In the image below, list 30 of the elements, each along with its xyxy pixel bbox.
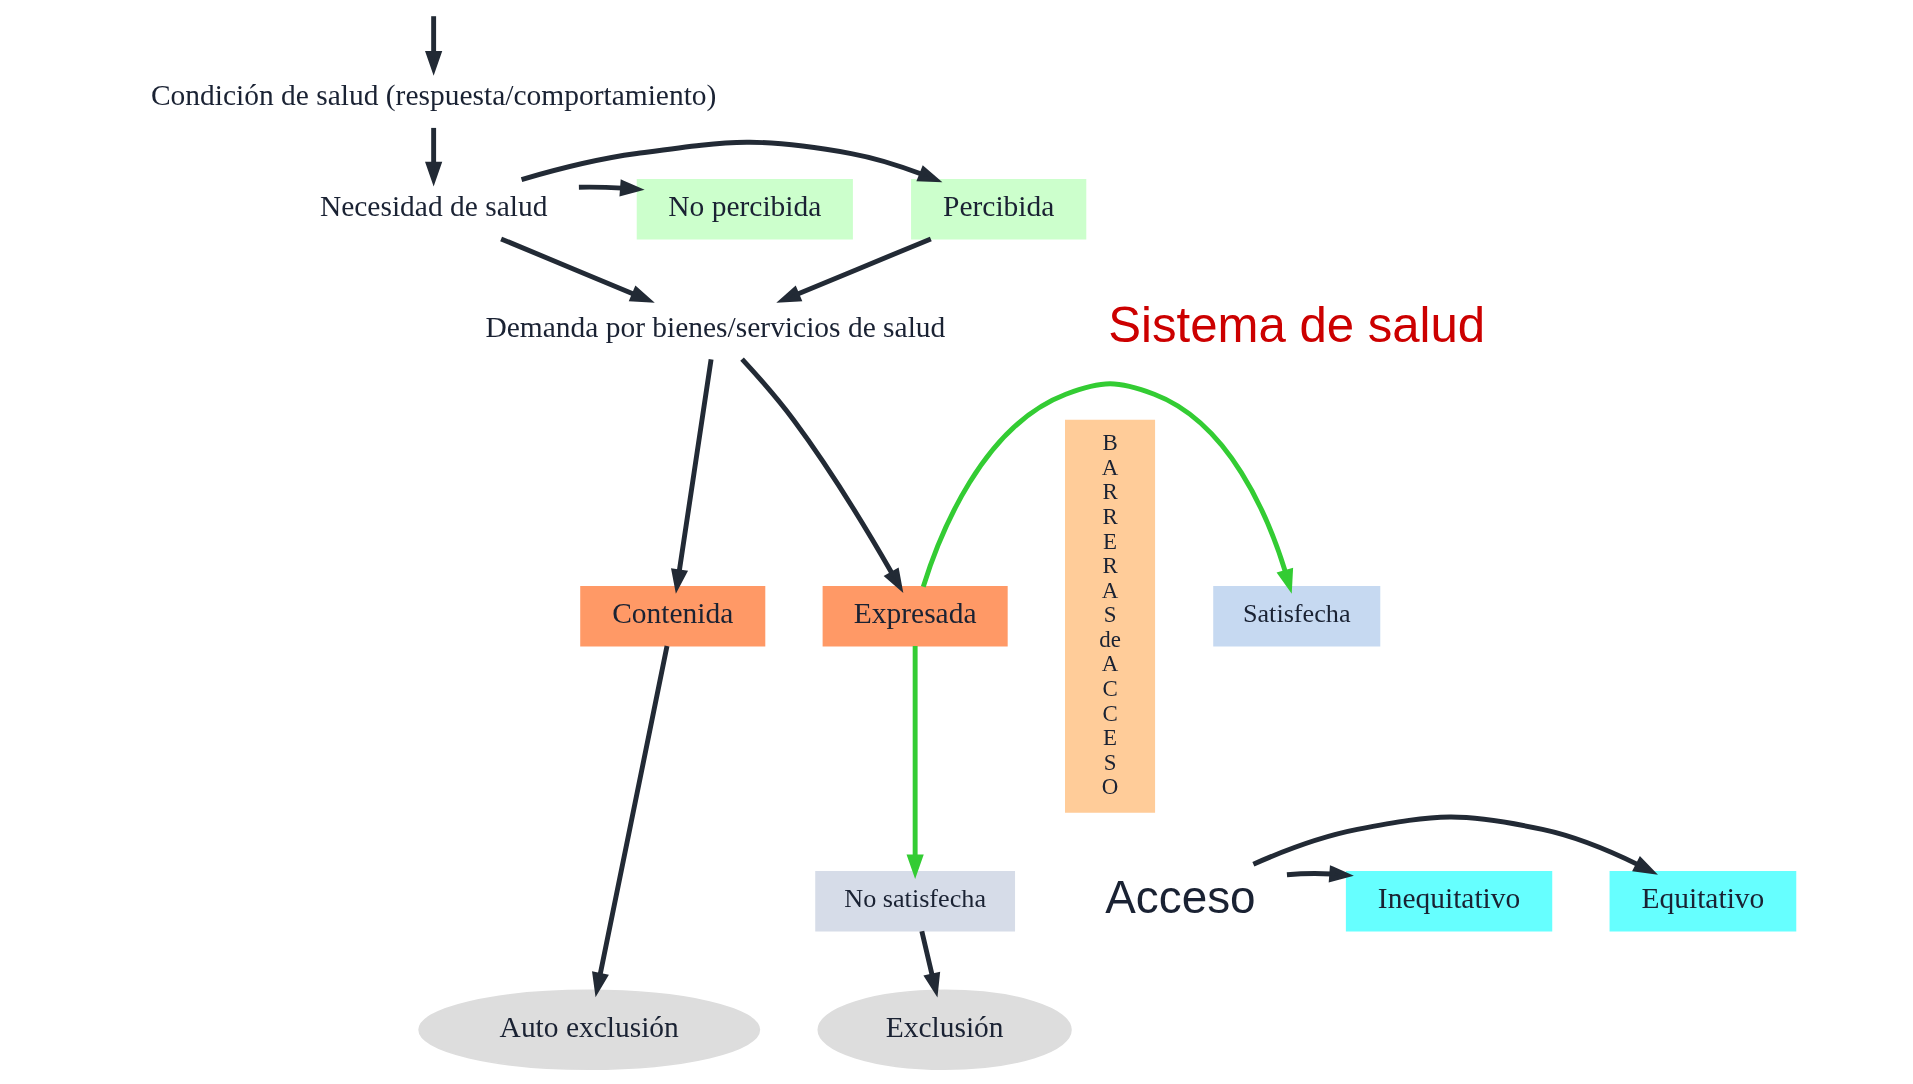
node-text: Condición de salud (respuesta/comportamiento) bbox=[150, 79, 717, 112]
arrow bbox=[740, 357, 904, 594]
arrow bbox=[425, 16, 443, 76]
arrow bbox=[776, 236, 932, 303]
node-box: No percibida bbox=[636, 178, 853, 240]
node-box: Inequitativo bbox=[1345, 870, 1553, 932]
arrow bbox=[1252, 814, 1658, 875]
node-text: Demanda por bienes/servicios de salud bbox=[485, 310, 946, 343]
node-text: Acceso bbox=[1105, 870, 1256, 923]
arrow bbox=[920, 381, 1294, 594]
node-box: Equitativo bbox=[1609, 870, 1797, 932]
node-box: Contenida bbox=[580, 585, 766, 647]
arrow bbox=[520, 139, 943, 183]
arrow bbox=[671, 359, 714, 594]
arrow bbox=[592, 645, 670, 998]
node-box: Expresada bbox=[822, 585, 1008, 647]
arrow bbox=[500, 236, 655, 303]
node-box: B A R R E R A S de A C C E S O bbox=[1065, 419, 1156, 813]
arrow bbox=[578, 179, 645, 197]
arrow bbox=[425, 127, 443, 187]
arrow bbox=[919, 930, 941, 998]
node-ellipse: Exclusión bbox=[817, 989, 1072, 1071]
node-ellipse: Auto exclusión bbox=[418, 989, 761, 1071]
node-box: Satisfecha bbox=[1213, 585, 1381, 647]
arrow bbox=[1286, 865, 1354, 883]
node-text: Necesidad de salud bbox=[319, 190, 548, 223]
node-box: No satisfecha bbox=[815, 870, 1016, 932]
label: Sistema de salud bbox=[1108, 297, 1486, 352]
arrow bbox=[906, 645, 924, 880]
node-box: Percibida bbox=[911, 178, 1087, 240]
